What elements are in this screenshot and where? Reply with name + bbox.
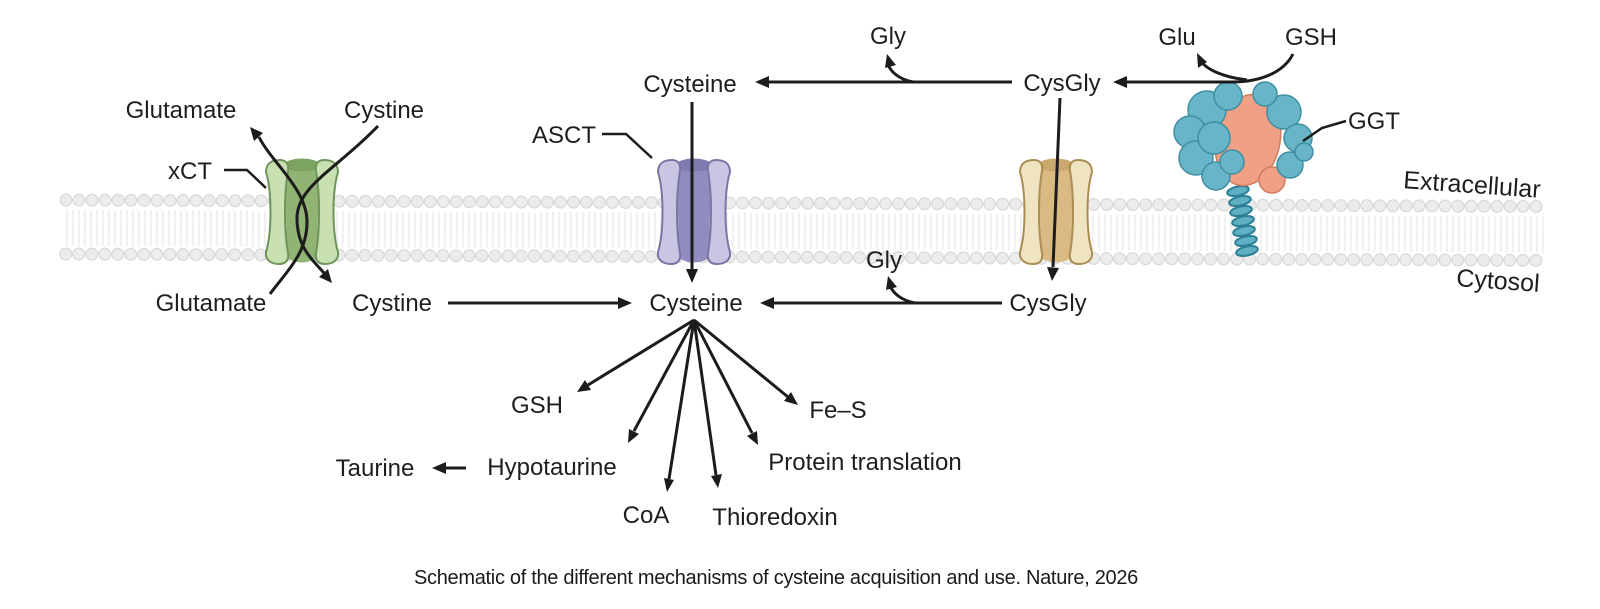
label-cystine-cytosol: Cystine (352, 290, 432, 317)
ggt-pointer-line (1302, 119, 1347, 143)
label-fe-s: Fe–S (809, 397, 866, 424)
label-thioredoxin: Thioredoxin (712, 504, 837, 531)
ggt-body (1173, 81, 1314, 191)
label-gly-cytosol: Gly (866, 247, 902, 274)
xct-left-lobe (264, 158, 290, 266)
asct-left-lobe (656, 158, 682, 266)
ggt-enzyme (1173, 81, 1314, 257)
label-extracellular: Extracellular (1402, 166, 1541, 204)
arrow-hypotaurine-to-taurine (432, 462, 466, 474)
label-asct: ASCT (532, 122, 596, 149)
label-glu: Glu (1158, 24, 1195, 51)
label-cysgly-extracellular: CysGly (1023, 70, 1100, 97)
xct-pointer-line (224, 168, 267, 189)
arrow-cysteine-to-protein-translation (692, 319, 758, 445)
label-gsh-extracellular: GSH (1285, 24, 1337, 51)
arrow-gsh-to-cysgly (1113, 53, 1295, 88)
arrow-cysteine-to-hypotaurine (628, 319, 696, 443)
arrow-cysgly-import (1047, 97, 1062, 281)
cysgly-transporter-left-lobe (1018, 158, 1044, 266)
label-cysteine-extracellular: Cysteine (643, 71, 736, 98)
arrow-cysteine-to-coa (664, 319, 696, 492)
asct-channel (677, 166, 711, 263)
xct-channel (285, 166, 319, 263)
arrow-cystine-import (295, 124, 380, 283)
label-coa: CoA (623, 502, 670, 529)
label-cytosol: Cytosol (1455, 264, 1540, 298)
label-taurine: Taurine (336, 455, 415, 482)
ggt-membrane-coil (1226, 185, 1259, 257)
arrow-cysteine-to-fes (693, 318, 798, 405)
arrow-cysteine-to-thioredoxin (692, 319, 722, 488)
asct-rim (676, 158, 712, 172)
arrow-asct-cysteine-import (686, 102, 698, 283)
label-ggt: GGT (1348, 108, 1400, 135)
label-cystine-extracellular: Cystine (344, 97, 424, 124)
xct-right-lobe (314, 158, 340, 266)
ggt-core-lobe (1258, 166, 1286, 194)
asct-right-lobe (706, 158, 732, 266)
label-gsh-product: GSH (511, 392, 563, 419)
asct-pointer-line (602, 132, 653, 159)
xct-rim (284, 158, 320, 172)
label-gly-extracellular: Gly (870, 23, 906, 50)
xct-transporter (264, 158, 340, 266)
arrow-cysgly-to-cysteine-cytosol (760, 276, 1002, 309)
arrow-cystine-to-cysteine (448, 297, 632, 309)
label-cysgly-cytosol: CysGly (1009, 290, 1086, 317)
asct-transporter (656, 158, 732, 266)
figure-caption: Schematic of the different mechanisms of… (414, 567, 1138, 589)
label-xct: xCT (168, 158, 212, 185)
label-protein-translation: Protein translation (768, 449, 961, 476)
label-glutamate-extracellular: Glutamate (126, 97, 237, 124)
label-glutamate-cytosol: Glutamate (156, 290, 267, 317)
label-cysteine-cytosol: Cysteine (649, 290, 742, 317)
label-hypotaurine: Hypotaurine (487, 454, 616, 481)
arrow-cysteine-to-gsh (577, 318, 695, 392)
cysgly-transporter-right-lobe (1068, 158, 1094, 266)
arrow-cysgly-to-cysteine-extracellular (755, 54, 1012, 88)
arrow-glutamate-export (250, 127, 309, 295)
